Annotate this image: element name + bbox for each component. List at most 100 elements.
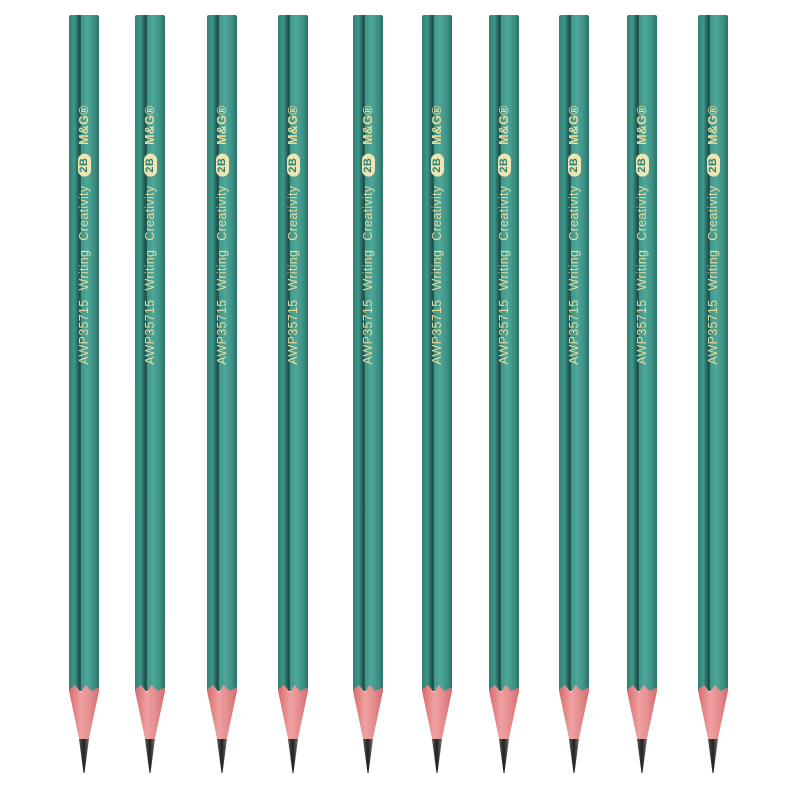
grade-badge: 2B <box>430 153 444 177</box>
grade-badge: 2B <box>497 153 511 177</box>
pencil-lead <box>217 739 227 773</box>
imprint-word-writing: Writing <box>215 249 229 291</box>
pencil-imprint: AWP35715 Writing Creativity 2B M&G® <box>361 105 375 364</box>
pencil-lead <box>145 739 155 773</box>
imprint-word-writing: Writing <box>706 249 720 291</box>
pencil-imprint: AWP35715 Writing Creativity 2B M&G® <box>430 105 444 364</box>
grade-badge: 2B <box>215 153 229 177</box>
brand-logo: M&G® <box>77 105 91 145</box>
pencil-edge <box>288 15 290 691</box>
pencil-imprint: AWP35715 Writing Creativity 2B M&G® <box>77 105 91 364</box>
imprint-word-creativity: Creativity <box>706 185 720 241</box>
pencil-lead <box>499 739 509 773</box>
pencil: AWP35715 Writing Creativity 2B M&G® <box>135 15 165 775</box>
pencil-edge <box>145 15 147 691</box>
brand-logo: M&G® <box>430 105 444 145</box>
pencil-wood-tip <box>489 685 519 745</box>
pencil-wood-tip <box>69 685 99 745</box>
grade-badge: 2B <box>77 153 91 177</box>
imprint-code: AWP35715 <box>143 299 157 365</box>
pencil-imprint: AWP35715 Writing Creativity 2B M&G® <box>635 105 649 364</box>
pencil-edge <box>637 15 639 691</box>
pencil-lead <box>708 739 718 773</box>
pencil: AWP35715 Writing Creativity 2B M&G® <box>559 15 589 775</box>
pencil-edge <box>363 15 365 691</box>
pencil-body <box>207 15 237 691</box>
pencil-body <box>278 15 308 691</box>
imprint-word-creativity: Creativity <box>77 185 91 241</box>
pencil-lead <box>432 739 442 773</box>
pencil-imprint: AWP35715 Writing Creativity 2B M&G® <box>706 105 720 364</box>
pencil-lead <box>363 739 373 773</box>
imprint-word-creativity: Creativity <box>215 185 229 241</box>
grade-badge: 2B <box>635 153 649 177</box>
pencil-body <box>353 15 383 691</box>
pencil-wood-tip <box>278 685 308 745</box>
imprint-word-writing: Writing <box>77 249 91 291</box>
pencil-imprint: AWP35715 Writing Creativity 2B M&G® <box>286 105 300 364</box>
imprint-word-writing: Writing <box>143 249 157 291</box>
imprint-word-creativity: Creativity <box>497 185 511 241</box>
pencil-wood-tip <box>135 685 165 745</box>
imprint-code: AWP35715 <box>635 299 649 365</box>
pencil-imprint: AWP35715 Writing Creativity 2B M&G® <box>497 105 511 364</box>
imprint-code: AWP35715 <box>430 299 444 365</box>
brand-logo: M&G® <box>143 105 157 145</box>
pencil-lead <box>637 739 647 773</box>
pencil-imprint: AWP35715 Writing Creativity 2B M&G® <box>143 105 157 364</box>
pencil: AWP35715 Writing Creativity 2B M&G® <box>489 15 519 775</box>
pencil: AWP35715 Writing Creativity 2B M&G® <box>627 15 657 775</box>
pencil: AWP35715 Writing Creativity 2B M&G® <box>69 15 99 775</box>
imprint-word-writing: Writing <box>430 249 444 291</box>
pencil-body <box>422 15 452 691</box>
brand-logo: M&G® <box>706 105 720 145</box>
imprint-word-writing: Writing <box>567 249 581 291</box>
pencil-edge <box>708 15 710 691</box>
imprint-code: AWP35715 <box>706 299 720 365</box>
pencil-edge <box>432 15 434 691</box>
imprint-code: AWP35715 <box>361 299 375 365</box>
imprint-word-creativity: Creativity <box>430 185 444 241</box>
pencil-lead <box>569 739 579 773</box>
pencil-body <box>489 15 519 691</box>
pencil: AWP35715 Writing Creativity 2B M&G® <box>422 15 452 775</box>
brand-logo: M&G® <box>361 105 375 145</box>
imprint-word-creativity: Creativity <box>635 185 649 241</box>
imprint-word-writing: Writing <box>635 249 649 291</box>
brand-logo: M&G® <box>635 105 649 145</box>
imprint-word-writing: Writing <box>497 249 511 291</box>
imprint-code: AWP35715 <box>215 299 229 365</box>
grade-badge: 2B <box>361 153 375 177</box>
imprint-code: AWP35715 <box>497 299 511 365</box>
pencil-imprint: AWP35715 Writing Creativity 2B M&G® <box>567 105 581 364</box>
pencil-wood-tip <box>207 685 237 745</box>
pencil-body <box>627 15 657 691</box>
pencil: AWP35715 Writing Creativity 2B M&G® <box>278 15 308 775</box>
pencil: AWP35715 Writing Creativity 2B M&G® <box>353 15 383 775</box>
imprint-word-writing: Writing <box>361 249 375 291</box>
pencil: AWP35715 Writing Creativity 2B M&G® <box>207 15 237 775</box>
pencil-edge <box>499 15 501 691</box>
grade-badge: 2B <box>286 153 300 177</box>
brand-logo: M&G® <box>286 105 300 145</box>
imprint-word-creativity: Creativity <box>286 185 300 241</box>
pencil-edge <box>217 15 219 691</box>
grade-badge: 2B <box>567 153 581 177</box>
imprint-word-creativity: Creativity <box>567 185 581 241</box>
pencil-lead <box>79 739 89 773</box>
grade-badge: 2B <box>143 153 157 177</box>
imprint-word-writing: Writing <box>286 249 300 291</box>
imprint-word-creativity: Creativity <box>361 185 375 241</box>
pencil-body <box>698 15 728 691</box>
pencil-wood-tip <box>559 685 589 745</box>
pencil: AWP35715 Writing Creativity 2B M&G® <box>698 15 728 775</box>
imprint-code: AWP35715 <box>567 299 581 365</box>
pencil-wood-tip <box>422 685 452 745</box>
pencil-lead <box>288 739 298 773</box>
brand-logo: M&G® <box>567 105 581 145</box>
imprint-word-creativity: Creativity <box>143 185 157 241</box>
pencil-wood-tip <box>627 685 657 745</box>
pencil-body <box>69 15 99 691</box>
brand-logo: M&G® <box>497 105 511 145</box>
